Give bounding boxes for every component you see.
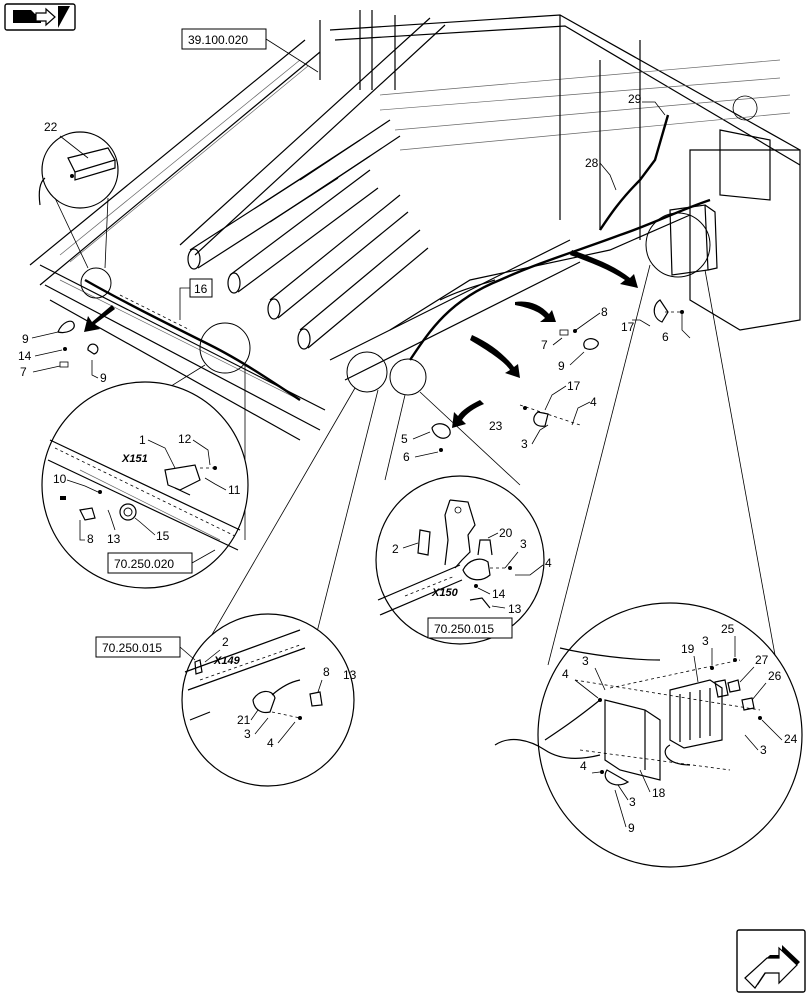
- callout-label: 20: [499, 526, 513, 540]
- callout-label: 15: [156, 529, 170, 543]
- callout-label: 7: [541, 338, 548, 352]
- callout-label: 3: [629, 795, 636, 809]
- callout-label: 14: [18, 349, 32, 363]
- detail-circle-x150: 2 20 3 4 X150 14 13: [375, 475, 552, 645]
- callout-label: 70.250.015: [434, 622, 494, 636]
- detail-circle-22: 22: [38, 120, 119, 269]
- callout-label: 9: [558, 359, 565, 373]
- callout-label: 13: [107, 532, 121, 546]
- callout-22: 22: [44, 120, 58, 134]
- machine-frame: [29, 10, 801, 441]
- reference-box-70-250-015-a[interactable]: 70.250.015: [95, 636, 196, 661]
- callout-label: 4: [580, 759, 587, 773]
- callout-label: 70.250.015: [102, 641, 162, 655]
- callout-label: 7: [20, 365, 27, 379]
- callout-label: 26: [768, 669, 782, 683]
- parts-group-5-6: 5 6: [401, 423, 451, 464]
- folder-arrow-icon[interactable]: [4, 3, 76, 31]
- connector-x149: X149: [213, 655, 241, 667]
- callouts-29-28: 29 28: [585, 92, 666, 191]
- callout-label: 28: [585, 156, 599, 170]
- reference-box-39-100-020[interactable]: 39.100.020: [181, 28, 319, 73]
- callout-label: 3: [582, 654, 589, 668]
- callout-label: 16: [194, 282, 208, 296]
- callout-label: 11: [228, 483, 241, 497]
- parts-group-17-4-23-3: 17 4 23 3: [489, 379, 597, 451]
- callout-label: 19: [681, 642, 695, 656]
- callout-label: 25: [721, 622, 735, 636]
- callout-label: 9: [100, 371, 107, 385]
- callout-label: 10: [53, 472, 67, 486]
- callout-label: 3: [760, 743, 767, 757]
- connector-x151: X151: [121, 453, 148, 465]
- callout-label: 8: [601, 305, 608, 319]
- callout-label: 3: [521, 437, 528, 451]
- parts-left-group: 9 14 7 9: [18, 320, 107, 385]
- callout-label: 18: [652, 786, 666, 800]
- callout-label: 2: [222, 635, 229, 649]
- callout-label: 24: [784, 732, 798, 746]
- callout-box-16: 16: [179, 278, 213, 320]
- callout-label: 70.250.020: [114, 557, 174, 571]
- detail-circle-x149: 2 X149 21 8 3 4 13: [181, 613, 357, 787]
- parts-group-8-7-9: 8 7 9: [541, 305, 608, 373]
- callout-label: 4: [545, 556, 552, 570]
- detail-circle-control-box: 3 19 25 27 26 24 3 3 4 4 3 18 9: [494, 602, 803, 868]
- callout-label: 13: [508, 602, 522, 616]
- connector-x150: X150: [431, 587, 459, 599]
- callout-label: 17: [567, 379, 581, 393]
- reference-box-70-250-020[interactable]: 70.250.020: [107, 549, 216, 574]
- callout-label: 29: [628, 92, 642, 106]
- direction-arrows: [84, 250, 638, 428]
- callout-label: 1: [139, 433, 146, 447]
- callout-label: 5: [401, 432, 408, 446]
- callout-label: 27: [755, 653, 769, 667]
- callout-label: 13: [343, 668, 357, 682]
- callout-label: 14: [492, 587, 506, 601]
- callout-label: 12: [178, 432, 192, 446]
- callout-label: 9: [628, 821, 635, 835]
- callout-label: 4: [562, 667, 569, 681]
- callout-label: 17: [621, 320, 635, 334]
- callout-label: 3: [520, 537, 527, 551]
- callout-label: 4: [267, 736, 274, 750]
- callout-label: 23: [489, 419, 503, 433]
- callout-label: 8: [323, 665, 330, 679]
- callout-label: 21: [237, 713, 251, 727]
- detail-circle-x151: 1 X151 12 11 10 8 13 15: [41, 381, 249, 589]
- reference-box-70-250-015-b[interactable]: 70.250.015: [427, 617, 513, 639]
- callout-label: 8: [87, 532, 94, 546]
- callout-label: 9: [22, 332, 29, 346]
- callout-label: 3: [702, 634, 709, 648]
- callout-label: 3: [244, 727, 251, 741]
- callout-label: 6: [403, 450, 410, 464]
- callout-label: 6: [662, 330, 669, 344]
- parts-group-17-6: 17 6: [621, 299, 691, 344]
- next-page-arrow-icon[interactable]: [736, 929, 806, 993]
- callout-label: 4: [590, 395, 597, 409]
- reference-label: 39.100.020: [188, 33, 248, 47]
- callout-label: 2: [392, 542, 399, 556]
